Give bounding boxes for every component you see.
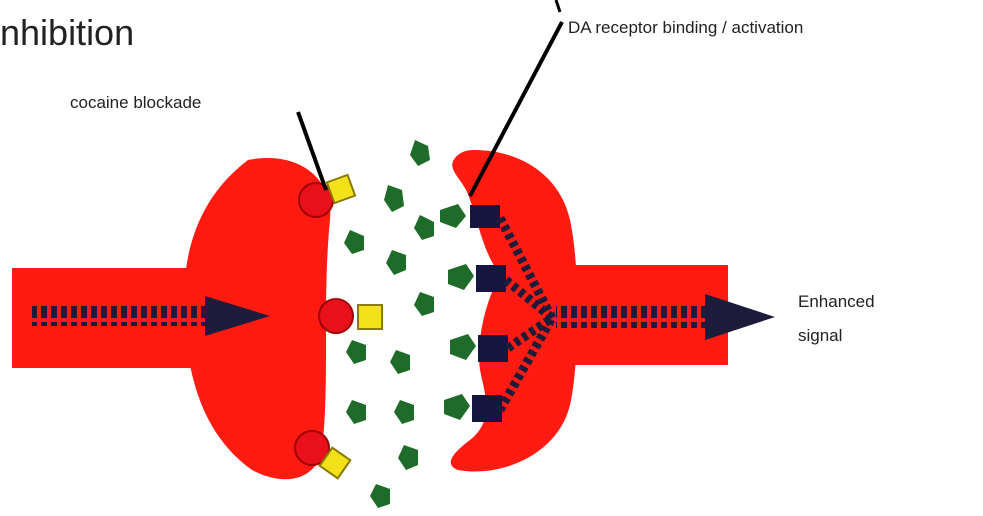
presynaptic-neuron	[12, 158, 330, 479]
da-receptor	[444, 394, 502, 422]
da-receptor-pointer-tick	[556, 0, 560, 12]
da-receptor	[440, 204, 500, 228]
enhanced-signal-label: Enhanced signal	[798, 292, 879, 345]
transporter-middle	[319, 299, 382, 333]
da-receptor-label: DA receptor binding / activation	[568, 18, 803, 37]
da-receptor	[448, 264, 506, 292]
da-receptor	[450, 334, 508, 362]
enhanced-signal-line1: Enhanced	[798, 292, 875, 311]
cocaine-molecule	[358, 305, 382, 329]
enhanced-signal-line2: signal	[798, 326, 842, 345]
page-title: nhibition	[0, 12, 134, 53]
cocaine-blockade-label: cocaine blockade	[70, 93, 201, 112]
